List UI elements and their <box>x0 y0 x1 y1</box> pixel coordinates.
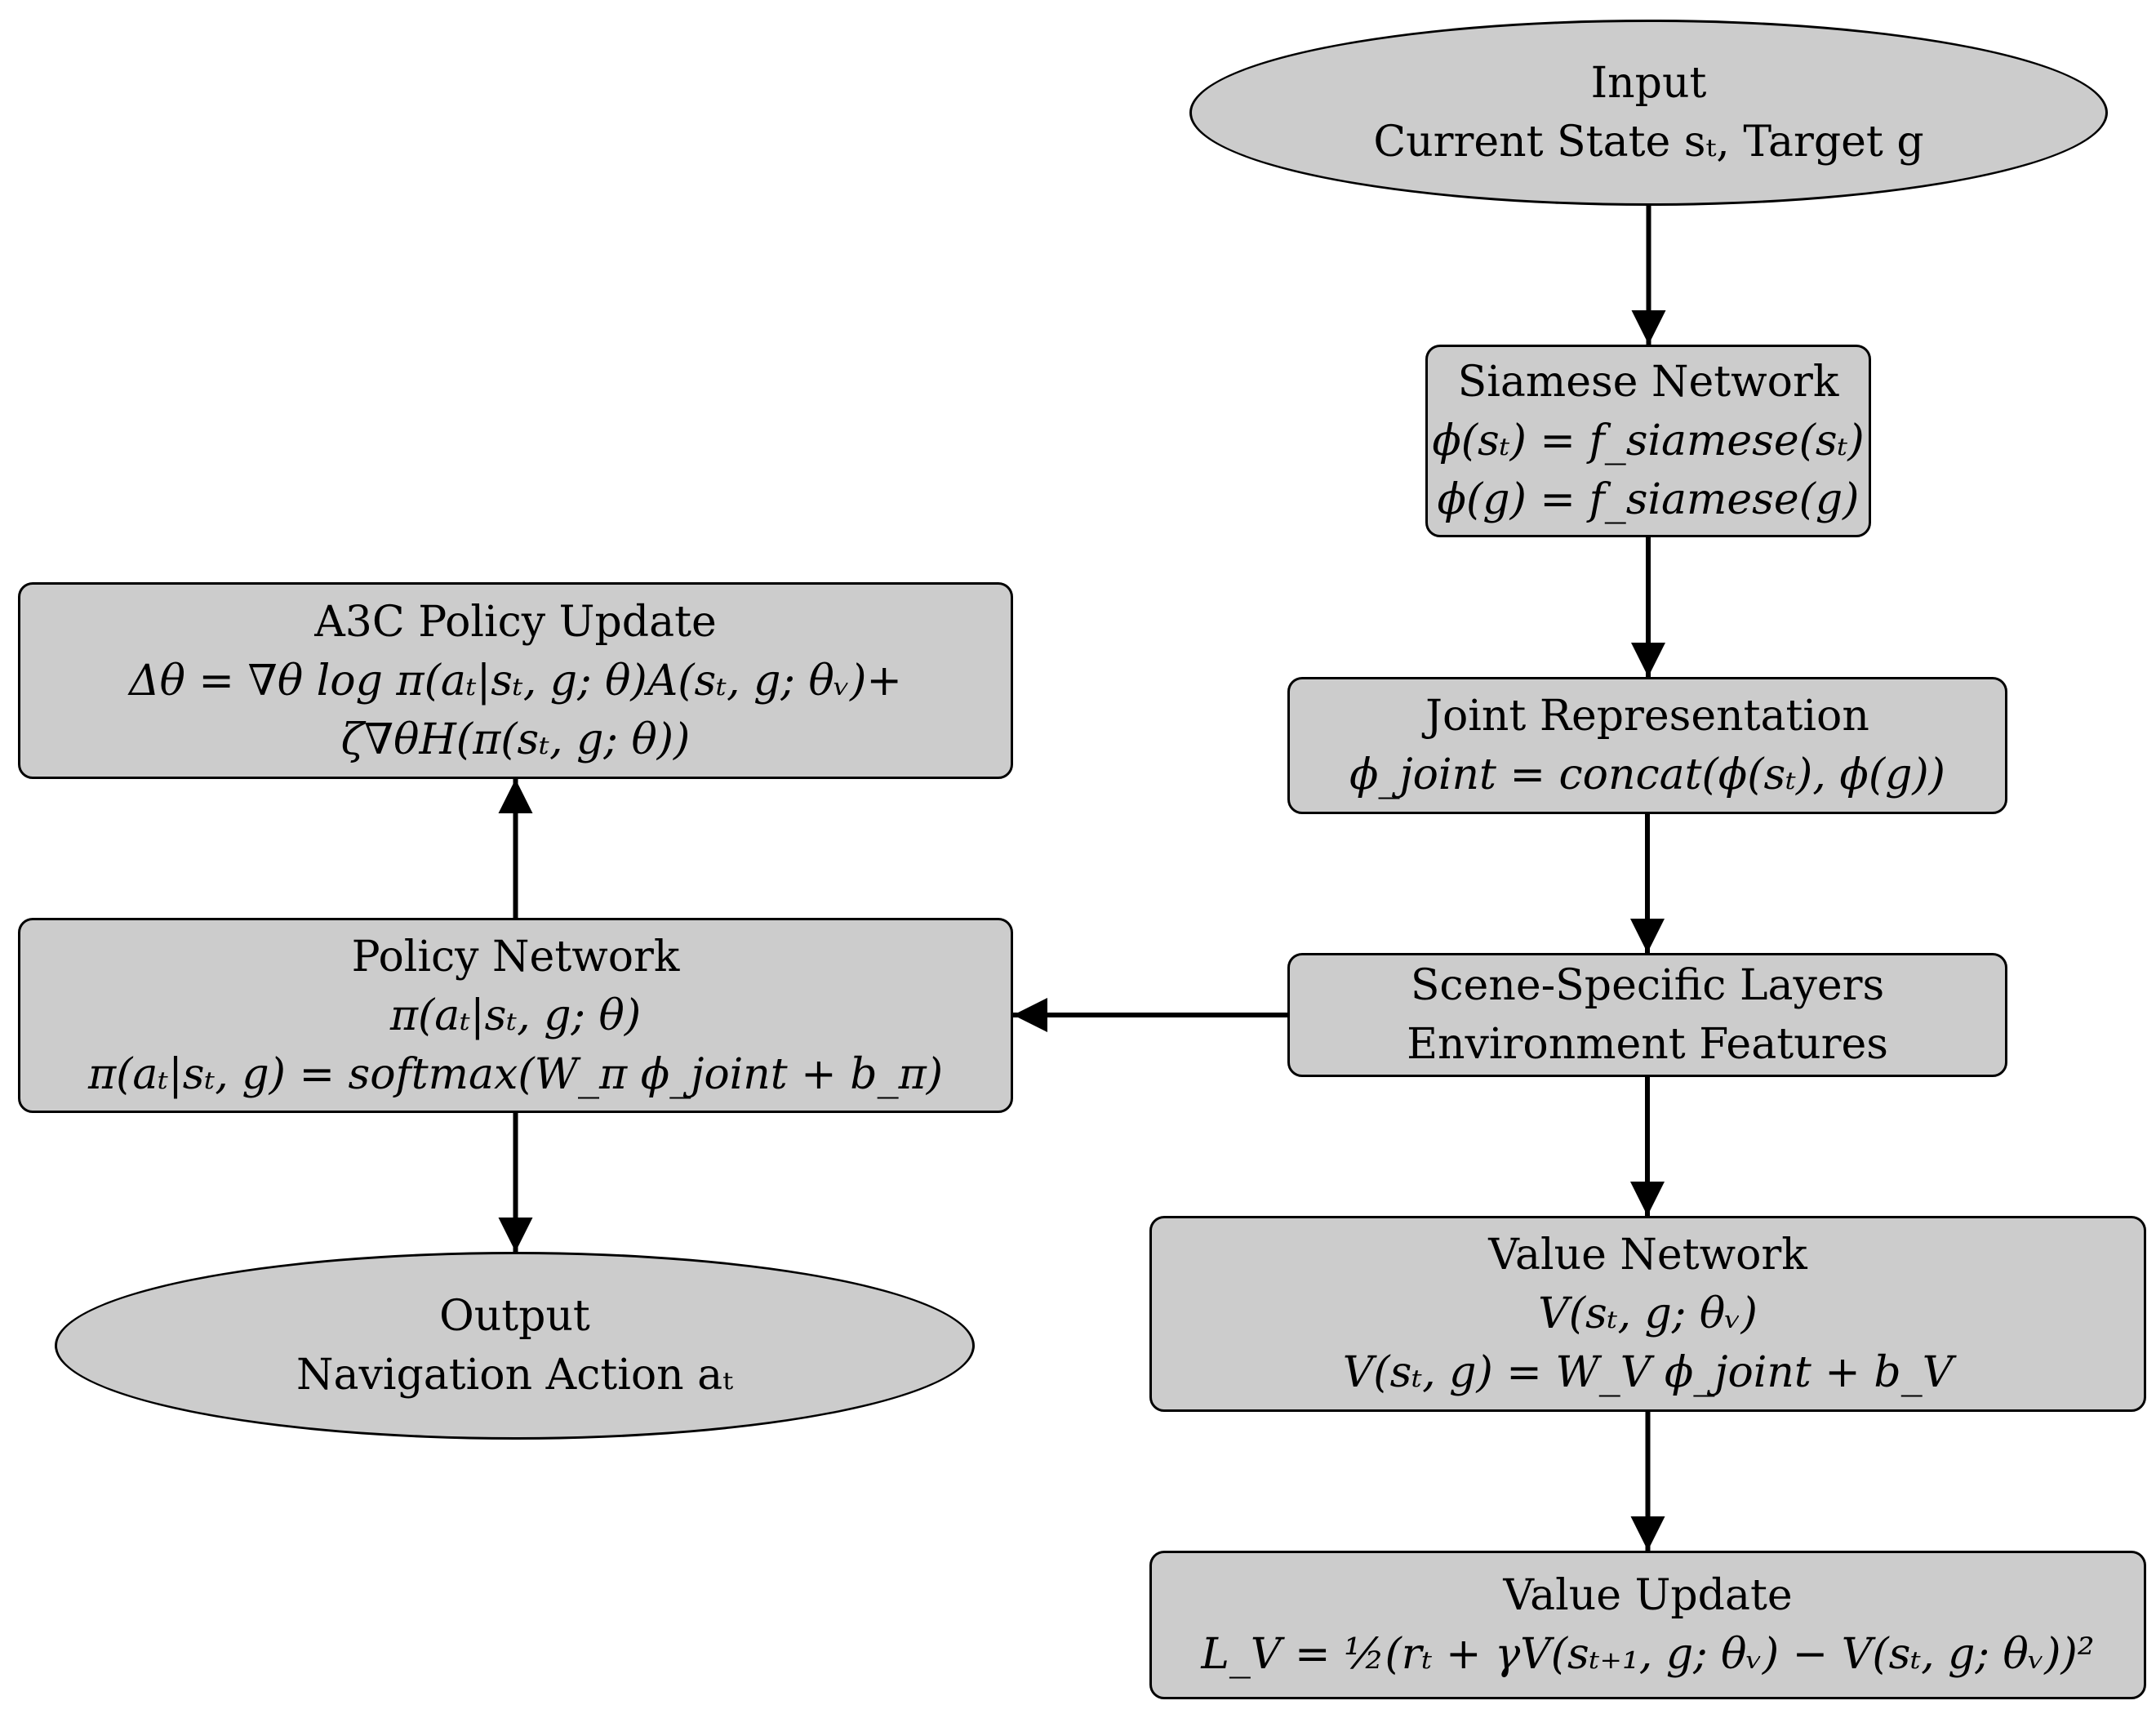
joint-representation-node: Joint Representation ϕ_joint = concat(ϕ(… <box>1287 677 2007 814</box>
value-network-formula-2: V(sₜ, g) = W_V ϕ_joint + b_V <box>1342 1348 1954 1397</box>
policy-formula-2: π(aₜ|sₜ, g) = softmax(W_π ϕ_joint + b_π) <box>87 1049 944 1099</box>
input-formula: Current State sₜ, Target g <box>1373 118 1924 167</box>
value-network-formula-1: V(sₜ, g; θᵥ) <box>1538 1289 1758 1338</box>
value-update-formula: L_V = ½(rₜ + γV(sₜ₊₁, g; θᵥ) − V(sₜ, g; … <box>1201 1630 2095 1679</box>
value-update-title: Value Update <box>1503 1571 1793 1620</box>
output-formula: Navigation Action aₜ <box>296 1351 733 1400</box>
value-network-node: Value Network V(sₜ, g; θᵥ) V(sₜ, g) = W_… <box>1149 1216 2146 1412</box>
policy-title: Policy Network <box>351 932 680 982</box>
siamese-formula-target: ϕ(g) = f_siamese(g) <box>1437 475 1860 524</box>
scene-specific-layers-node: Scene-Specific Layers Environment Featur… <box>1287 953 2007 1077</box>
policy-network-node: Policy Network π(aₜ|sₜ, g; θ) π(aₜ|sₜ, g… <box>18 918 1013 1113</box>
output-node: Output Navigation Action aₜ <box>55 1252 975 1440</box>
a3c-title: A3C Policy Update <box>314 597 717 647</box>
siamese-formula-state: ϕ(sₜ) = f_siamese(sₜ) <box>1432 416 1865 465</box>
scene-subtitle: Environment Features <box>1407 1020 1888 1069</box>
input-node: Input Current State sₜ, Target g <box>1189 20 2108 206</box>
policy-formula-1: π(aₜ|sₜ, g; θ) <box>389 991 642 1040</box>
a3c-policy-update-node: A3C Policy Update Δθ = ∇θ log π(aₜ|sₜ, g… <box>18 582 1013 779</box>
value-network-title: Value Network <box>1488 1231 1807 1280</box>
joint-formula: ϕ_joint = concat(ϕ(sₜ), ϕ(g)) <box>1349 750 1945 799</box>
a3c-formula-1: Δθ = ∇θ log π(aₜ|sₜ, g; θ)A(sₜ, g; θᵥ)+ <box>129 656 902 706</box>
siamese-title: Siamese Network <box>1457 358 1839 407</box>
value-update-node: Value Update L_V = ½(rₜ + γV(sₜ₊₁, g; θᵥ… <box>1149 1551 2146 1699</box>
output-title: Output <box>439 1292 590 1341</box>
scene-title: Scene-Specific Layers <box>1410 961 1885 1010</box>
siamese-network-node: Siamese Network ϕ(sₜ) = f_siamese(sₜ) ϕ(… <box>1425 345 1871 537</box>
joint-title: Joint Representation <box>1425 692 1869 741</box>
a3c-formula-2: ζ∇θH(π(sₜ, g; θ)) <box>340 715 691 764</box>
input-title: Input <box>1590 59 1707 108</box>
